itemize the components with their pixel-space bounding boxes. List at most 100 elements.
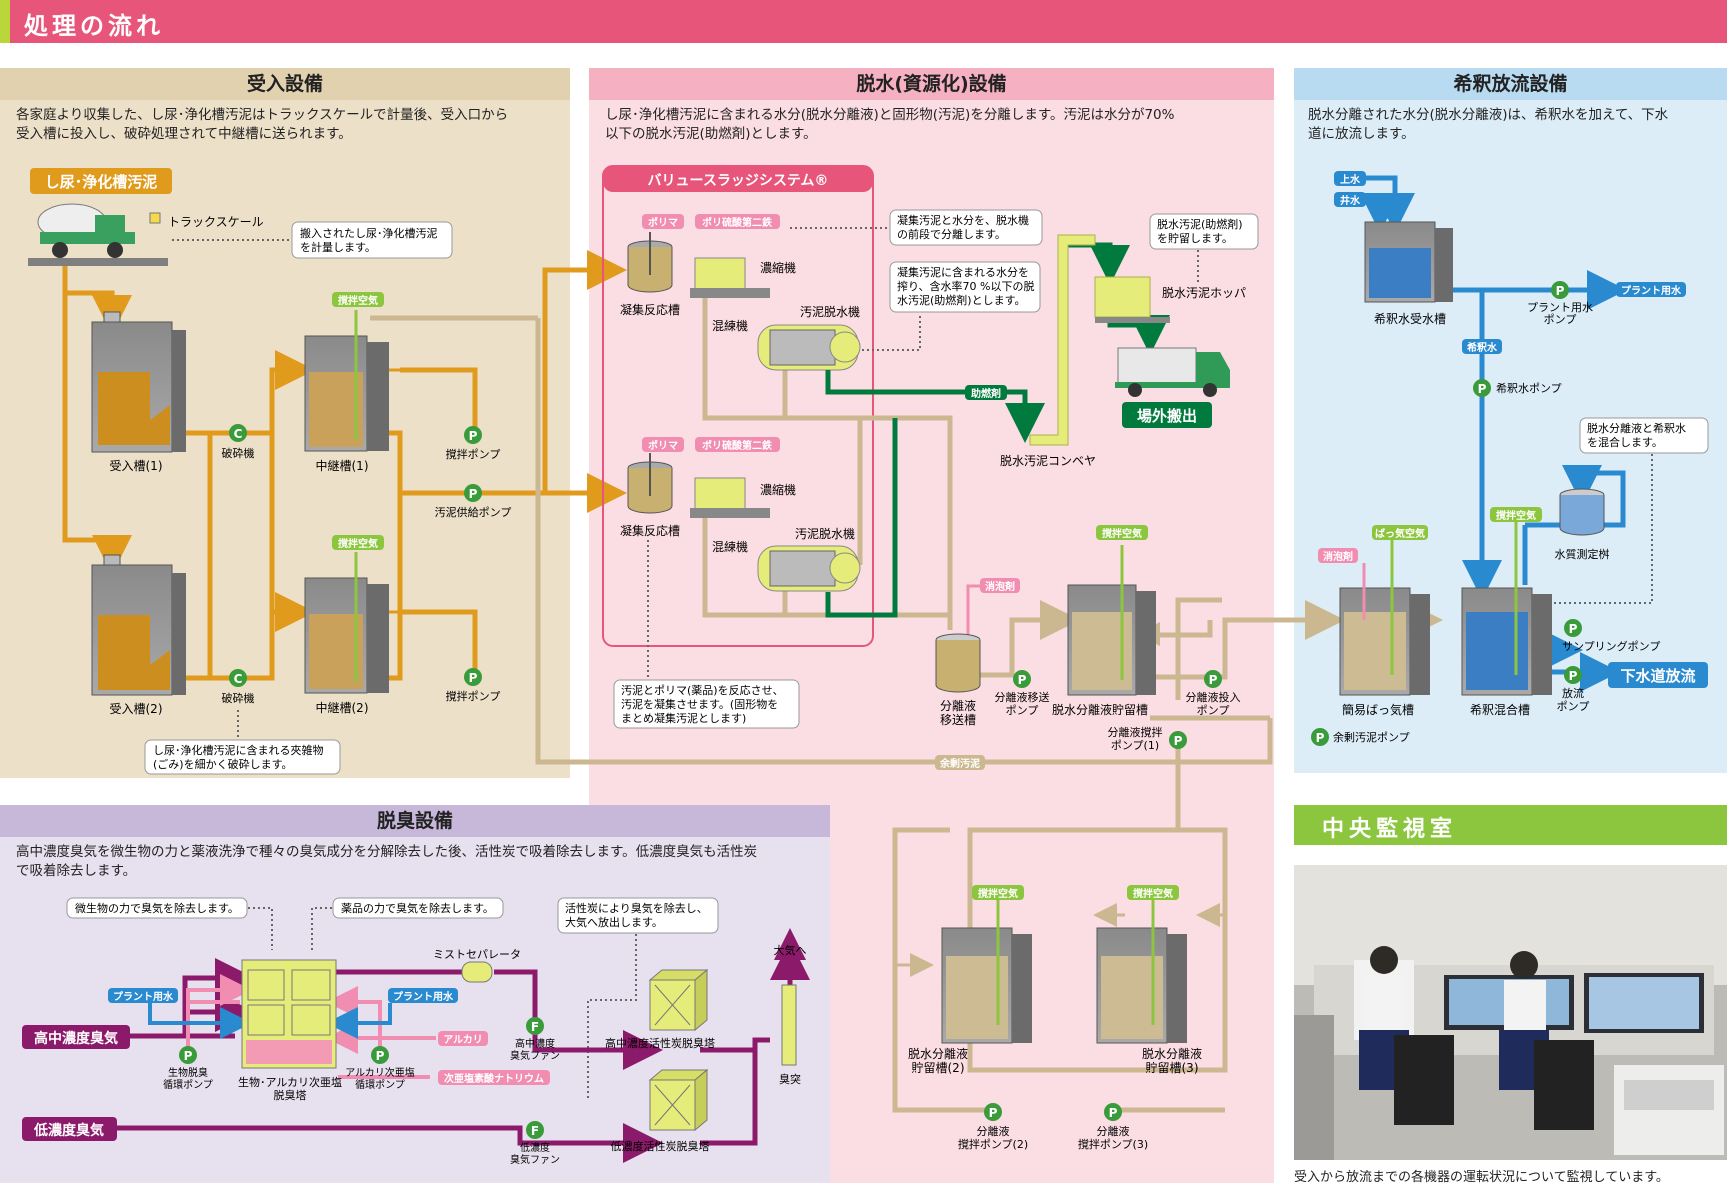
relay-tank-2 — [304, 552, 389, 694]
sludge-badge: し尿･浄化槽汚泥 — [30, 168, 172, 194]
excess-pump-icon: P — [1311, 728, 1329, 746]
sep-feed-pump-icon: P — [1204, 670, 1222, 688]
polymer-2-label: ポリマ — [648, 439, 678, 452]
agitate-air-3-label: 撹拌空気 — [1102, 527, 1142, 540]
mist-separator-icon — [461, 961, 493, 983]
sludge-badge-label: し尿･浄化槽汚泥 — [45, 173, 158, 191]
plant-water-pump-letter: P — [1556, 284, 1565, 298]
agit-pump-2-letter: P — [469, 671, 478, 685]
note-chem-text: 薬品の力で臭気を除去します。 — [341, 901, 494, 915]
agitate-air-6-label: 撹拌空気 — [1496, 509, 1536, 522]
ferric-tag-2: ポリ硫酸第二鉄 — [695, 437, 780, 452]
thickener-2-label: 濃縮機 — [760, 482, 796, 497]
sampling-pump-label: サンプリングポンプ — [1562, 639, 1660, 653]
low-fan-label-2: 臭気ファン — [510, 1153, 560, 1166]
tank-recv1-label: 受入槽(1) — [110, 459, 163, 473]
polymer-tag-2: ポリマ — [642, 437, 684, 452]
sep-storage3-label-1: 脱水分離液 — [1142, 1046, 1202, 1061]
plant-water-tag: プラント用水 — [1616, 282, 1686, 297]
sep-transfer-pump-label-2: ポンプ — [1006, 704, 1039, 717]
discharge-title: 希釈放流設備 — [1294, 68, 1727, 100]
dewatering-desc-1: し尿･浄化槽汚泥に含まれる水分(脱水分離液)と固形物(汚泥)を分離します。汚泥は… — [605, 107, 1175, 123]
deodor-note-leaders — [248, 907, 637, 1098]
note-thick-line1: 凝集汚泥と水分を、脱水機 — [897, 213, 1029, 227]
control-room-caption: 受入から放流までの各機器の運転状況について監視しています。 — [1294, 1170, 1669, 1185]
mist-sep-label: ミストセパレータ — [433, 948, 521, 961]
coag-tank-1 — [627, 232, 673, 293]
hopper — [1094, 276, 1170, 323]
agit-pump-2-label: 撹拌ポンプ — [446, 689, 501, 703]
vss-box: バリュースラッジシステム® — [602, 165, 874, 647]
bio-pump-label-2: 循環ポンプ — [163, 1078, 213, 1091]
hypochlorite-tag: 次亜塩素酸ナトリウム — [438, 1070, 550, 1085]
sep-transfer-tank — [935, 633, 981, 693]
deodor-water-pipes — [148, 1003, 392, 1039]
relay1-label: 中継槽(1) — [316, 458, 369, 473]
plant-water-label: プラント用水 — [1621, 284, 1682, 297]
note-mix-line1: 脱水分離液と希釈水 — [1587, 421, 1686, 435]
crusher-2-letter: C — [234, 672, 243, 686]
dilution-tank-label: 希釈水受水槽 — [1374, 311, 1446, 326]
low-fan-label-1: 低濃度 — [520, 1141, 550, 1154]
sep-agit-pump2-label-1: 分離液 — [977, 1124, 1010, 1138]
aeration-air-tag: ばっ気空気 — [1372, 525, 1428, 540]
tank-recv2-label: 受入槽(2) — [110, 702, 163, 716]
quality-tank — [1559, 488, 1605, 536]
crusher-1-icon: C — [229, 424, 247, 442]
agitate-air-1-label: 撹拌空気 — [338, 294, 378, 307]
page-title-bar: 処理の流れ — [0, 0, 1727, 43]
agitate-air-4-label: 撹拌空気 — [978, 887, 1018, 900]
crusher-2-label: 破砕機 — [222, 691, 255, 705]
dilution-water-tank — [1364, 221, 1453, 303]
sewer-label: 下水道放流 — [1620, 667, 1695, 685]
agitate-air-5-label: 撹拌空気 — [1133, 887, 1173, 900]
excess-pump-label: 余剰汚泥ポンプ — [1333, 730, 1410, 744]
feed-pump-label: 汚泥供給ポンプ — [435, 505, 512, 519]
sep-agit-pump2-letter: P — [989, 1106, 998, 1120]
dewaterer-2 — [757, 545, 861, 592]
dewaterer-1-label: 汚泥脱水機 — [800, 304, 860, 319]
control-room-photo — [1294, 865, 1727, 1160]
page-title: 処理の流れ — [24, 12, 164, 40]
truck-scale-icon — [149, 212, 161, 224]
agit-pump-1-letter: P — [469, 429, 478, 443]
dilution-water-label: 希釈水 — [1466, 341, 1498, 354]
sep-transfer-pump-icon: P — [1013, 670, 1031, 688]
sep-agit-pump1-label-1: 分離液撹拌 — [1108, 725, 1163, 739]
sep-storage3-label-2: 貯留槽(3) — [1146, 1061, 1199, 1075]
excess-pump-letter: P — [1316, 731, 1325, 745]
note-scale-line1: 搬入されたし尿･浄化槽汚泥 — [300, 226, 438, 240]
antifoam-2-label: 消泡剤 — [1323, 550, 1353, 563]
polymer-tag-1: ポリマ — [642, 214, 684, 229]
hypochlorite-label: 次亜塩素酸ナトリウム — [444, 1072, 544, 1085]
alk-pump-letter: P — [376, 1049, 385, 1063]
agitate-air-tag-2: 撹拌空気 — [332, 535, 384, 550]
note-chem: 薬品の力で臭気を除去します。 — [332, 897, 504, 919]
dewaterer-2-label: 汚泥脱水機 — [795, 526, 855, 541]
discharge-pump-label-2: ポンプ — [1557, 700, 1590, 713]
dilution-mix-label: 希釈混合槽 — [1470, 702, 1530, 717]
low-odor-label: 低濃度臭気 — [33, 1122, 104, 1139]
stack-icon — [774, 928, 806, 1066]
note-dew-line3: 水汚泥(助燃剤)とします。 — [897, 293, 1025, 307]
coag-tank-1-label: 凝集反応槽 — [620, 302, 680, 317]
discharge-desc-1: 脱水分離された水分(脱水分離液)は、希釈水を加えて、下水 — [1308, 107, 1669, 123]
alk-pump-label-1: アルカリ次亜塩 — [345, 1066, 415, 1079]
low-fan-icon: F — [526, 1121, 544, 1139]
antifoam-label: 消泡剤 — [985, 580, 1015, 593]
dewatering-title: 脱水(資源化)設備 — [589, 68, 1274, 100]
note-scale-line2: を計量します。 — [300, 240, 376, 254]
low-odor-badge: 低濃度臭気 — [22, 1117, 117, 1141]
sep-transfer-pump-label-1: 分離液移送 — [995, 690, 1050, 704]
tap-water-tag: 上水 — [1334, 171, 1366, 186]
note-scale: 搬入されたし尿･浄化槽汚泥 を計量します。 — [291, 221, 453, 259]
sep-storage1-label: 脱水分離液貯留槽 — [1052, 702, 1148, 717]
antifoam-tag-2: 消泡剤 — [1318, 548, 1358, 563]
sep-storage-tank-1 — [1067, 545, 1156, 696]
low-carbon-label: 低濃度活性炭脱臭塔 — [611, 1139, 710, 1153]
plant-water-2-label: プラント用水 — [113, 990, 174, 1003]
high-fan-label-1: 高中濃度 — [515, 1037, 555, 1050]
central-monitor-bar: 中央監視室 — [1294, 805, 1727, 845]
bio-tower-label-1: 生物･アルカリ次亜塩 — [238, 1075, 342, 1089]
plant-water-tag-3: プラント用水 — [388, 988, 458, 1003]
